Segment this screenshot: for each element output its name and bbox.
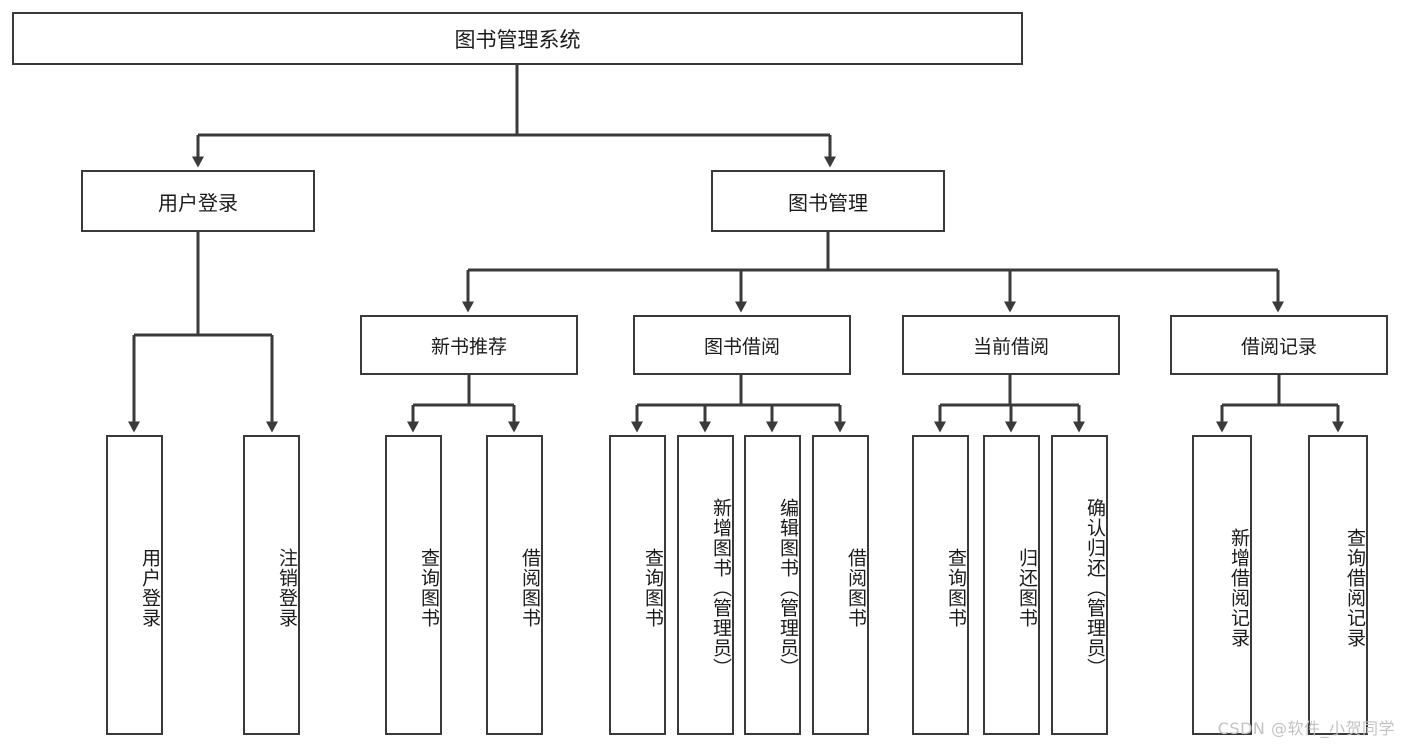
- node-bb-add-label: 新增图书（管理员）: [710, 498, 732, 678]
- node-cb-return-label: 归还图书: [1016, 548, 1038, 628]
- node-new-book-rec-label: 新书推荐: [430, 335, 507, 358]
- node-book-manage[interactable]: 图书管理: [711, 170, 945, 232]
- node-book-borrow[interactable]: 图书借阅: [633, 315, 851, 375]
- node-current-borrow[interactable]: 当前借阅: [902, 315, 1120, 375]
- node-new-book-rec[interactable]: 新书推荐: [360, 315, 578, 375]
- node-nbr-borrow-label: 借阅图书: [519, 548, 541, 628]
- node-current-borrow-label: 当前借阅: [972, 335, 1049, 358]
- node-user-login-login-label: 用户登录: [139, 548, 161, 628]
- node-cb-query[interactable]: 查询图书: [912, 435, 969, 735]
- node-user-login[interactable]: 用户登录: [81, 170, 315, 232]
- node-bb-borrow[interactable]: 借阅图书: [812, 435, 869, 735]
- node-bb-edit-label: 编辑图书（管理员）: [777, 498, 799, 678]
- node-cb-confirm-label: 确认归还（管理员）: [1084, 498, 1106, 678]
- node-user-login-logout[interactable]: 注销登录: [243, 435, 300, 735]
- node-br-add-label: 新增借阅记录: [1228, 528, 1250, 648]
- node-root[interactable]: 图书管理系统: [12, 12, 1023, 65]
- node-cb-return[interactable]: 归还图书: [983, 435, 1040, 735]
- node-nbr-query[interactable]: 查询图书: [385, 435, 442, 735]
- node-nbr-query-label: 查询图书: [418, 548, 440, 628]
- node-book-manage-label: 图书管理: [788, 190, 868, 215]
- node-borrow-record[interactable]: 借阅记录: [1170, 315, 1388, 375]
- node-br-add[interactable]: 新增借阅记录: [1192, 435, 1252, 735]
- node-user-login-logout-label: 注销登录: [276, 548, 298, 628]
- node-nbr-borrow[interactable]: 借阅图书: [486, 435, 543, 735]
- node-br-query[interactable]: 查询借阅记录: [1308, 435, 1368, 735]
- node-user-login-login[interactable]: 用户登录: [106, 435, 163, 735]
- node-bb-borrow-label: 借阅图书: [845, 548, 867, 628]
- node-br-query-label: 查询借阅记录: [1344, 528, 1366, 648]
- node-root-label: 图书管理系统: [454, 27, 581, 52]
- node-user-login-label: 用户登录: [158, 190, 238, 215]
- node-bb-add[interactable]: 新增图书（管理员）: [677, 435, 734, 735]
- node-cb-confirm[interactable]: 确认归还（管理员）: [1051, 435, 1108, 735]
- node-book-borrow-label: 图书借阅: [703, 335, 780, 358]
- node-bb-edit[interactable]: 编辑图书（管理员）: [744, 435, 801, 735]
- csdn-watermark: CSDN @软件_小贺同学: [1217, 719, 1395, 738]
- node-cb-query-label: 查询图书: [945, 548, 967, 628]
- node-borrow-record-label: 借阅记录: [1240, 335, 1317, 358]
- node-bb-query[interactable]: 查询图书: [609, 435, 666, 735]
- node-bb-query-label: 查询图书: [642, 548, 664, 628]
